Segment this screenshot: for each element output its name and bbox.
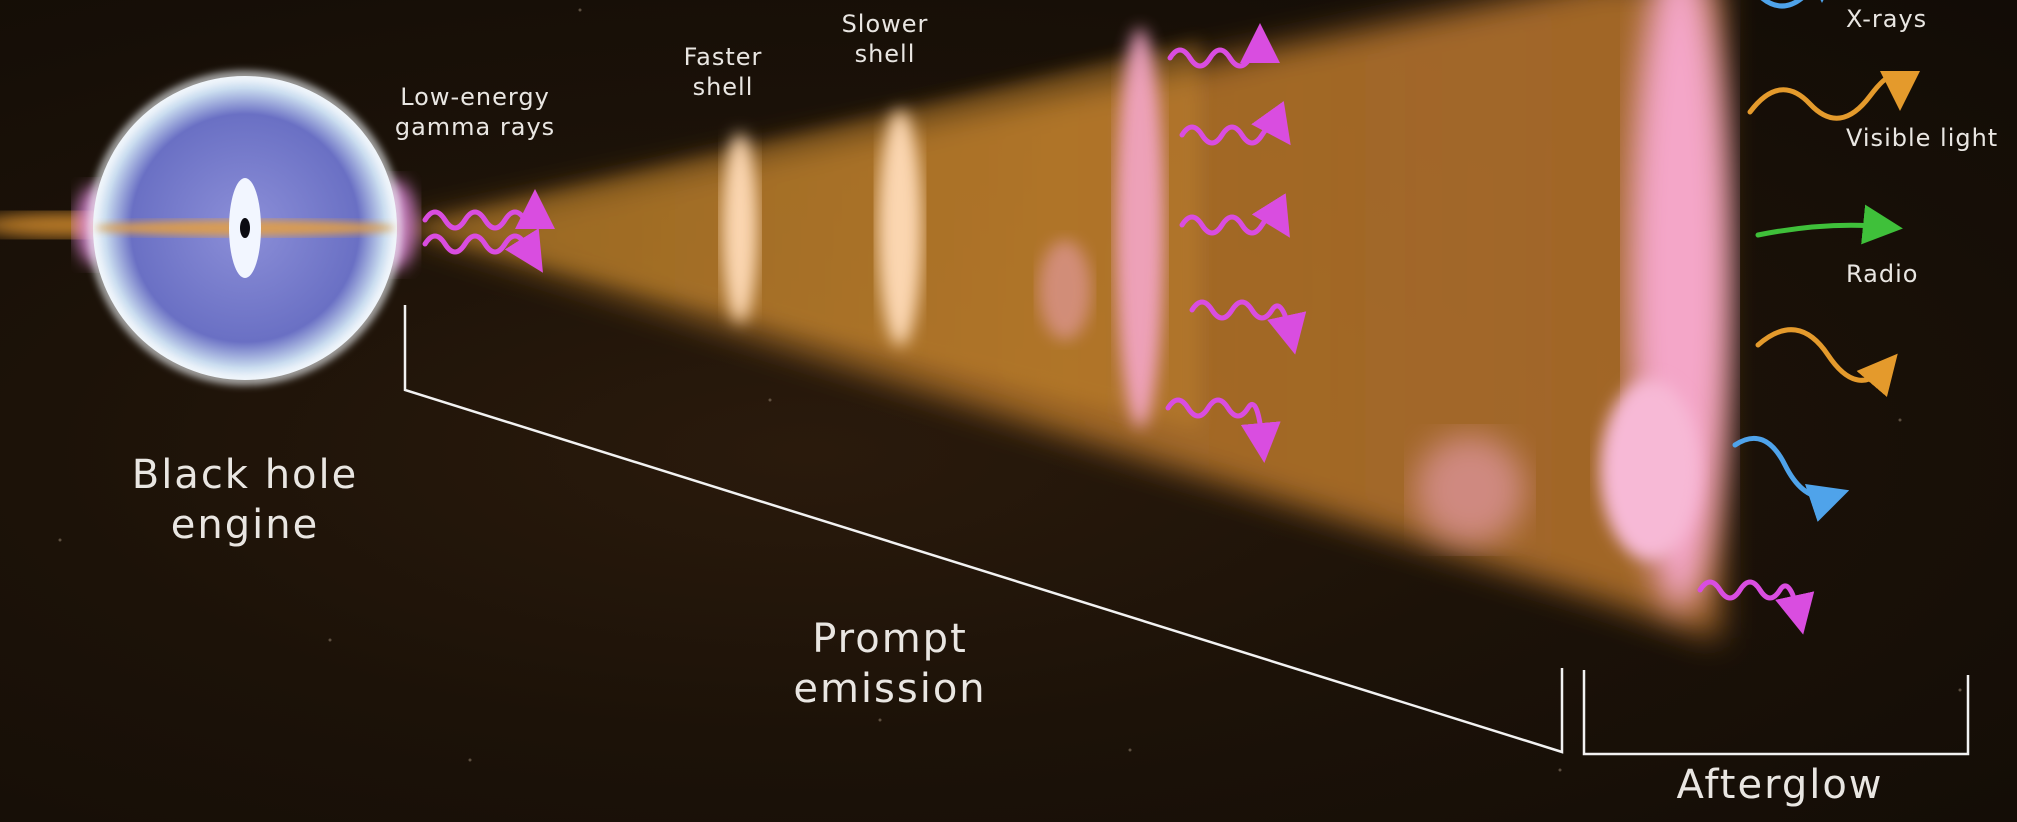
low-energy-gamma-rays-label: Low-energy gamma rays: [394, 83, 556, 141]
afterglow-bracket: [1582, 670, 1970, 756]
visible-light-label: Visible light: [1846, 124, 1999, 152]
faster-shell: [722, 133, 758, 323]
visible-light-arrow: [1747, 70, 1920, 121]
slower-shell: [878, 110, 922, 346]
prompt-emission-label: Prompt emission: [793, 616, 987, 712]
radio-arrow: [1755, 204, 1903, 245]
gamma-ray-arrow-afterglow: [1697, 579, 1815, 635]
internal-shock-shell: [1116, 28, 1164, 428]
low-energy-gamma-ray-arrows: [422, 189, 555, 273]
background-stars: [58, 8, 1962, 772]
external-shock-front: [1600, 0, 1730, 610]
afterglow-arrows: [1697, 0, 1920, 635]
prompt-emission-bracket: [403, 305, 1564, 754]
prompt-gamma-ray-arrows: [1165, 23, 1307, 463]
faster-shell-label: Faster shell: [683, 43, 763, 101]
black-hole: [240, 218, 250, 238]
xray-arrow: [1760, 0, 1842, 9]
visible-light-arrow-2: [1755, 327, 1898, 397]
afterglow-label: Afterglow: [1676, 762, 1884, 808]
radio-label: Radio: [1846, 260, 1919, 288]
bracket-lines: [403, 305, 1970, 756]
xray-arrow-2: [1732, 435, 1850, 522]
slower-shell-label: Slower shell: [841, 10, 929, 68]
black-hole-engine-star: [75, 71, 417, 385]
black-hole-engine-label: Black hole engine: [131, 452, 359, 548]
internal-shells: [722, 28, 1525, 545]
xrays-label: X-rays: [1846, 5, 1928, 33]
